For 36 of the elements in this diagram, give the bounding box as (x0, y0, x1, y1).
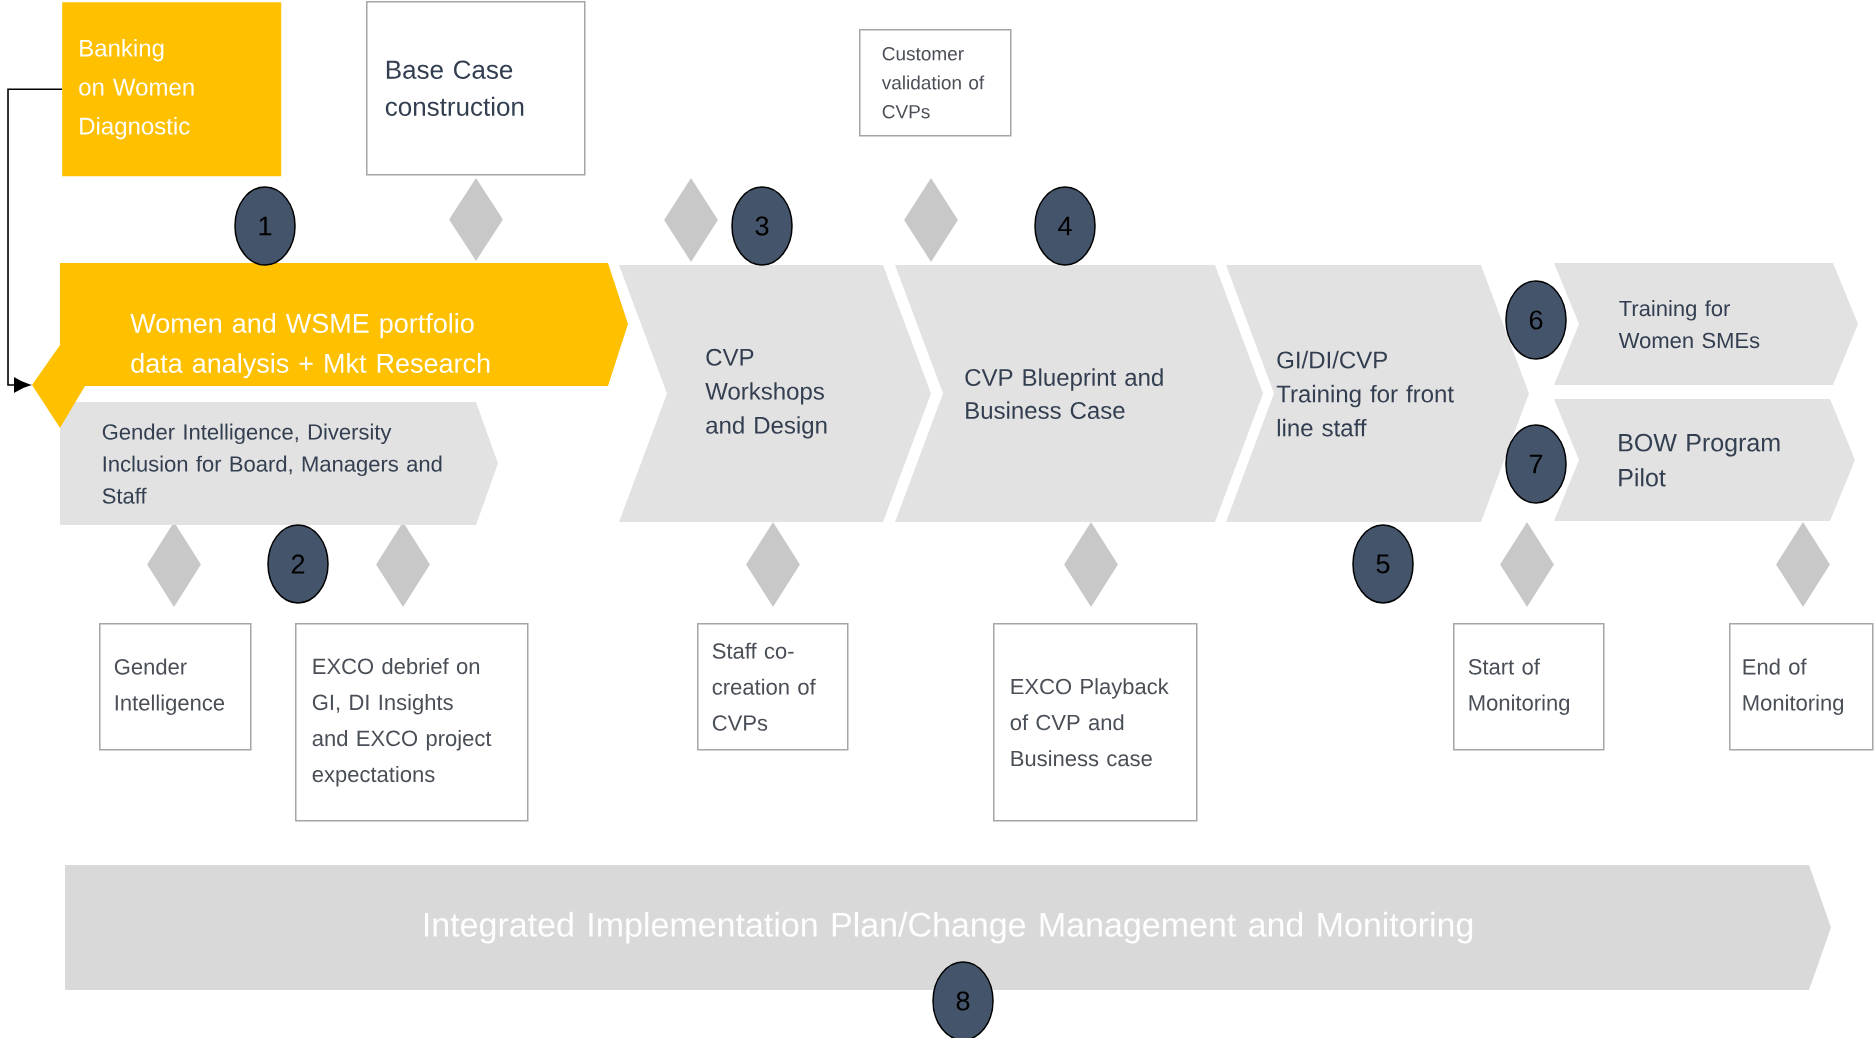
milestone-box: EXCO debrief on GI, DI Insights and EXCO project expectations (295, 623, 529, 822)
process-box: Base Case construction (366, 1, 586, 176)
milestone-box: Gender Intelligence (99, 623, 252, 751)
process-step: CVP Workshops and Design (619, 265, 931, 522)
node-label: GI/DI/CVP Training for front line staff (1276, 350, 1454, 437)
milestone-diamond (449, 178, 503, 261)
node-label: CVP Workshops and Design (705, 348, 827, 439)
milestone-box: Staff co-creation of CVPs (697, 623, 849, 751)
milestone-diamond (904, 178, 958, 262)
node-label: CVP Blueprint and Business Case (965, 368, 1163, 419)
process-box: Customer validation of CVPs (859, 29, 1012, 137)
milestone-box: EXCO Playback of CVP and Business case (993, 623, 1198, 822)
milestone-diamond (1500, 522, 1554, 607)
milestone-diamond (1776, 522, 1830, 607)
process-step: GI/DI/CVP Training for front line staff (1226, 265, 1529, 522)
milestone-diamond (746, 522, 800, 607)
process-step: Training for Women SMEs (1554, 263, 1858, 385)
milestone-diamond (147, 522, 201, 607)
milestone-diamond (664, 178, 718, 262)
milestone-box: End of Monitoring (1729, 623, 1874, 751)
step-number: 4 (1034, 186, 1096, 266)
step-number: 3 (731, 186, 793, 266)
step-number: 6 (1505, 280, 1567, 360)
milestone-diamond (1064, 522, 1118, 607)
step-number: 8 (932, 961, 994, 1038)
process-box: Banking on Women Diagnostic (62, 2, 282, 177)
step-number: 2 (267, 524, 329, 604)
step-number: 7 (1505, 424, 1567, 504)
process-step: Gender Intelligence, Diversity Inclusion for Board, Managers and Staff (60, 402, 498, 525)
arrow (7, 88, 63, 393)
step-number: 1 (234, 186, 296, 266)
process-step: BOW Program Pilot (1554, 399, 1855, 521)
milestone-box: Start of Monitoring (1453, 623, 1605, 751)
milestone-diamond (376, 522, 430, 607)
process-step: CVP Blueprint and Business Case (895, 265, 1263, 522)
step-number: 5 (1352, 524, 1414, 604)
